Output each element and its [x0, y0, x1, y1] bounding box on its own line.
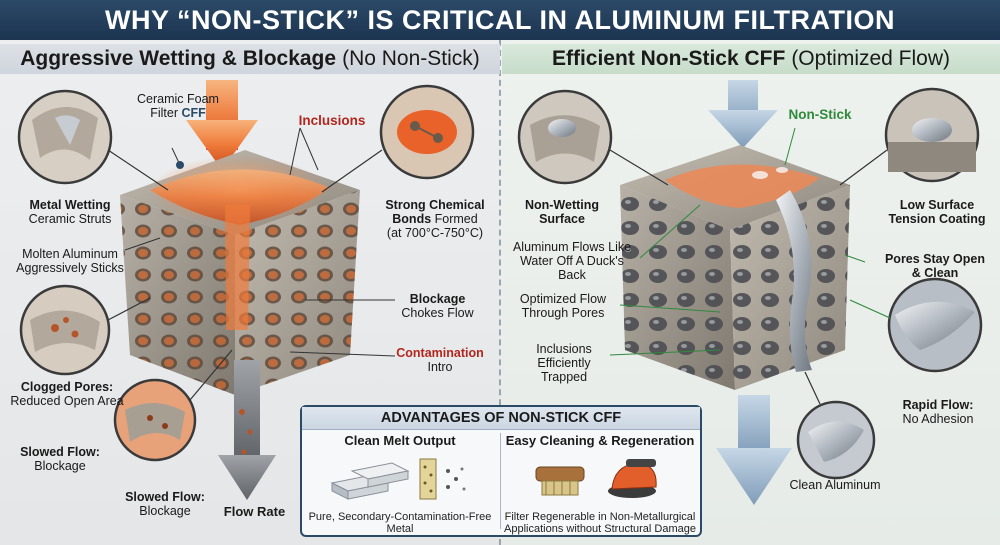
metal-wetting-rest: Ceramic Struts [28, 212, 112, 226]
molten-aluminum-label: Molten Aluminum Aggressively Sticks [16, 247, 124, 275]
clogged-rest: Reduced Open Area [10, 394, 124, 408]
panel-divider [499, 40, 503, 545]
sander-icon [608, 459, 657, 498]
inclusions-trapped-label: Inclusions Efficiently Trapped [536, 342, 592, 384]
slowed1-bold: Slowed Flow: [20, 445, 100, 459]
slowed-flow-label-1: Slowed Flow: Blockage [5, 445, 115, 473]
rapid-bold: Rapid Flow: [902, 398, 974, 412]
advantages-box: ADVANTAGES OF NON-STICK CFF Clean Melt O… [300, 405, 702, 537]
ceramic-foam-filter-label: Ceramic Foam Filter CFF [128, 92, 228, 120]
non-stick-label: Non-Stick [788, 107, 852, 122]
banner-title: WHY “NON-STICK” IS CRITICAL IN ALUMINUM … [0, 0, 1000, 40]
cff-text: CFF [181, 106, 206, 120]
left-title-rest: (No Non-Stick) [342, 47, 480, 70]
clean-aluminum-inset [796, 371, 876, 480]
brush-icon [535, 466, 585, 496]
right-panel-title: Efficient Non-Stick CFF (Optimized Flow) [502, 44, 1000, 74]
left-title-bold: Aggressive Wetting & Blockage [20, 47, 337, 70]
clean-melt-heading: Clean Melt Output [344, 433, 456, 448]
right-inflow-arrow [708, 80, 778, 148]
clogged-pores-label: Clogged Pores: Reduced Open Area [2, 380, 132, 408]
non-wetting-label: Non-Wetting Surface [524, 198, 600, 226]
clean-melt-illustration [330, 458, 466, 500]
blockage-label: Blockage Chokes Flow [385, 292, 490, 320]
clean-aluminum-label: Clean Aluminum [789, 478, 881, 492]
advantage-easy-cleaning: Easy Cleaning & Regeneration Filter Rege… [502, 433, 698, 535]
metal-wetting-inset [17, 89, 169, 191]
advantages-title: ADVANTAGES OF NON-STICK CFF [302, 407, 700, 430]
low-tension-inset [839, 87, 980, 186]
temperature-text: (at 700°C-750°C) [386, 226, 484, 240]
slowed-flow-label-2: Slowed Flow: Blockage [110, 490, 220, 518]
easy-cleaning-heading: Easy Cleaning & Regeneration [505, 433, 695, 448]
metal-wetting-label: Metal Wetting Ceramic Struts [10, 198, 130, 226]
optimized-flow-label: Optimized Flow Through Pores [519, 292, 607, 320]
left-leader-lines [124, 127, 396, 357]
aluminum-flows-label: Aluminum Flows Like Water Off A Duck's B… [512, 240, 632, 282]
inclusions-label: Inclusions [298, 113, 366, 128]
advantage-clean-melt: Clean Melt Output Pure, [302, 433, 498, 535]
low-tension-label: Low Surface Tension Coating [888, 198, 986, 226]
clogged-bold: Clogged Pores: [20, 380, 114, 394]
metal-wetting-bold: Metal Wetting [29, 198, 111, 212]
flow-rate-label: Flow Rate [223, 504, 286, 519]
strong-bonds-inset [321, 84, 475, 193]
slowed-flow-inset [113, 349, 233, 462]
contamination-bold: Contamination [396, 346, 484, 360]
blockage-bold: Blockage [409, 292, 466, 306]
aluminum-ingots-icon [330, 462, 410, 500]
right-ceramic-foam-block [620, 145, 850, 390]
slowed2-rest: Blockage [139, 504, 191, 518]
clean-melt-caption: Pure, Secondary-Contamination-Free Metal [308, 511, 492, 535]
contamination-rest: Intro [427, 360, 453, 374]
strong-bonds-label: Strong Chemical Bonds Formed (at 700°C-7… [372, 198, 498, 240]
non-wetting-inset [517, 89, 669, 186]
right-title-bold: Efficient Non-Stick CFF [551, 47, 786, 70]
left-outflow-arrow [218, 360, 276, 500]
contamination-label: Contamination Intro [385, 346, 495, 374]
slowed1-rest: Blockage [34, 459, 86, 473]
easy-cleaning-illustration [535, 459, 657, 498]
pores-open-label: Pores Stay Open & Clean [884, 252, 986, 280]
strong-bonds-bold: Strong Chemical Bonds [385, 198, 485, 226]
rapid-flow-inset [849, 277, 983, 373]
right-title-rest: (Optimized Flow) [791, 47, 951, 70]
right-leader-lines [609, 127, 866, 356]
clogged-pores-inset [19, 284, 151, 376]
rapid-flow-label: Rapid Flow: No Adhesion [882, 398, 994, 426]
strong-bonds-rest: Formed [434, 212, 478, 226]
left-panel-title: Aggressive Wetting & Blockage (No Non-St… [0, 44, 500, 74]
left-inflow-arrow [186, 80, 258, 170]
slowed2-bold: Slowed Flow: [125, 490, 205, 504]
blockage-rest: Chokes Flow [401, 306, 474, 320]
cff-marker [176, 161, 184, 169]
rapid-rest: No Adhesion [902, 412, 974, 426]
ceramic-foam-filter-text: Ceramic Foam Filter [137, 92, 219, 120]
left-ceramic-foam-block [120, 150, 360, 395]
advantages-divider [500, 433, 501, 529]
filter-block-icon [419, 458, 466, 500]
easy-cleaning-caption: Filter Regenerable in Non-Metallurgical … [504, 511, 696, 535]
right-outflow-arrow [716, 395, 792, 505]
